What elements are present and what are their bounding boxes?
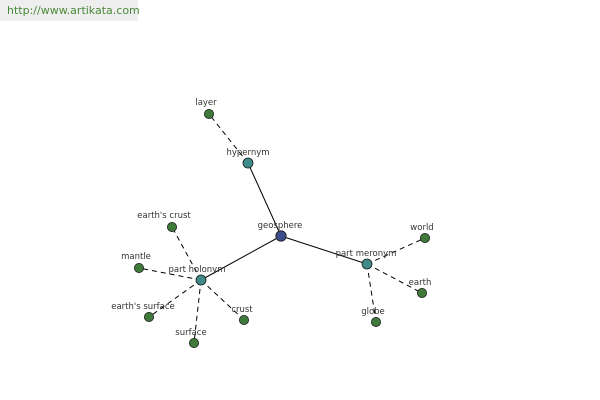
node-earths-crust-dot[interactable]	[166, 221, 177, 232]
edge-holonym-earths-surface	[148, 279, 202, 318]
node-earths-surface[interactable]: earth's surface	[111, 302, 175, 322]
url-banner: http://www.artikata.com	[0, 0, 140, 21]
node-part-meronym[interactable]: part meronym	[336, 249, 397, 270]
node-part-holonym-dot[interactable]	[195, 274, 207, 286]
node-layer-dot[interactable]	[203, 109, 214, 120]
node-part-holonym-label: part holonym	[169, 265, 226, 275]
node-mantle-label: mantle	[121, 252, 151, 262]
node-part-holonym[interactable]: part holonym	[169, 265, 226, 286]
node-surface[interactable]: surface	[175, 328, 207, 348]
node-hypernym-dot[interactable]	[242, 157, 254, 169]
node-earth[interactable]: earth	[409, 278, 432, 298]
node-crust-dot[interactable]	[238, 314, 249, 325]
graph-nodes: geosphere hypernym part holonym part mer…	[111, 98, 434, 348]
node-part-meronym-dot[interactable]	[361, 258, 373, 270]
edge-holonym-crust	[200, 279, 245, 321]
node-hypernym[interactable]: hypernym	[226, 148, 270, 169]
node-mantle[interactable]: mantle	[121, 252, 151, 273]
node-globe-label: globe	[361, 307, 385, 317]
node-earth-label: earth	[409, 278, 432, 288]
edge-holonym-mantle	[138, 267, 202, 281]
node-geosphere[interactable]: geosphere	[258, 221, 303, 242]
edge-geosphere-part-meronym	[280, 235, 368, 265]
node-earths-surface-dot[interactable]	[143, 311, 154, 322]
node-globe-dot[interactable]	[370, 316, 381, 327]
node-globe[interactable]: globe	[361, 307, 385, 327]
node-layer[interactable]: layer	[195, 98, 217, 120]
edge-hypernym-layer	[208, 113, 249, 164]
edge-holonym-earths-crust	[171, 226, 202, 281]
node-geosphere-label: geosphere	[258, 221, 303, 231]
graph-edges	[138, 113, 426, 344]
node-surface-label: surface	[175, 328, 206, 338]
site-url-link[interactable]: http://www.artikata.com	[7, 4, 140, 17]
node-part-meronym-label: part meronym	[336, 249, 397, 259]
node-hypernym-label: hypernym	[226, 148, 269, 158]
edge-meronym-world	[366, 237, 426, 265]
edge-geosphere-part-holonym	[200, 235, 282, 281]
node-earths-crust-label: earth's crust	[137, 211, 191, 221]
edge-meronym-globe	[366, 263, 377, 323]
node-world[interactable]: world	[410, 223, 434, 243]
node-crust-label: crust	[231, 305, 253, 315]
node-world-dot[interactable]	[419, 232, 430, 243]
node-mantle-dot[interactable]	[133, 262, 144, 273]
node-world-label: world	[410, 223, 433, 233]
edge-meronym-earth	[366, 263, 423, 294]
node-earths-surface-label: earth's surface	[111, 302, 175, 312]
edge-geosphere-hypernym	[247, 162, 282, 237]
node-earth-dot[interactable]	[416, 287, 427, 298]
edge-holonym-surface	[193, 279, 202, 344]
node-geosphere-dot[interactable]	[275, 230, 287, 242]
node-surface-dot[interactable]	[188, 337, 199, 348]
node-crust[interactable]: crust	[231, 305, 253, 325]
node-layer-label: layer	[195, 98, 217, 108]
node-earths-crust[interactable]: earth's crust	[137, 211, 191, 232]
